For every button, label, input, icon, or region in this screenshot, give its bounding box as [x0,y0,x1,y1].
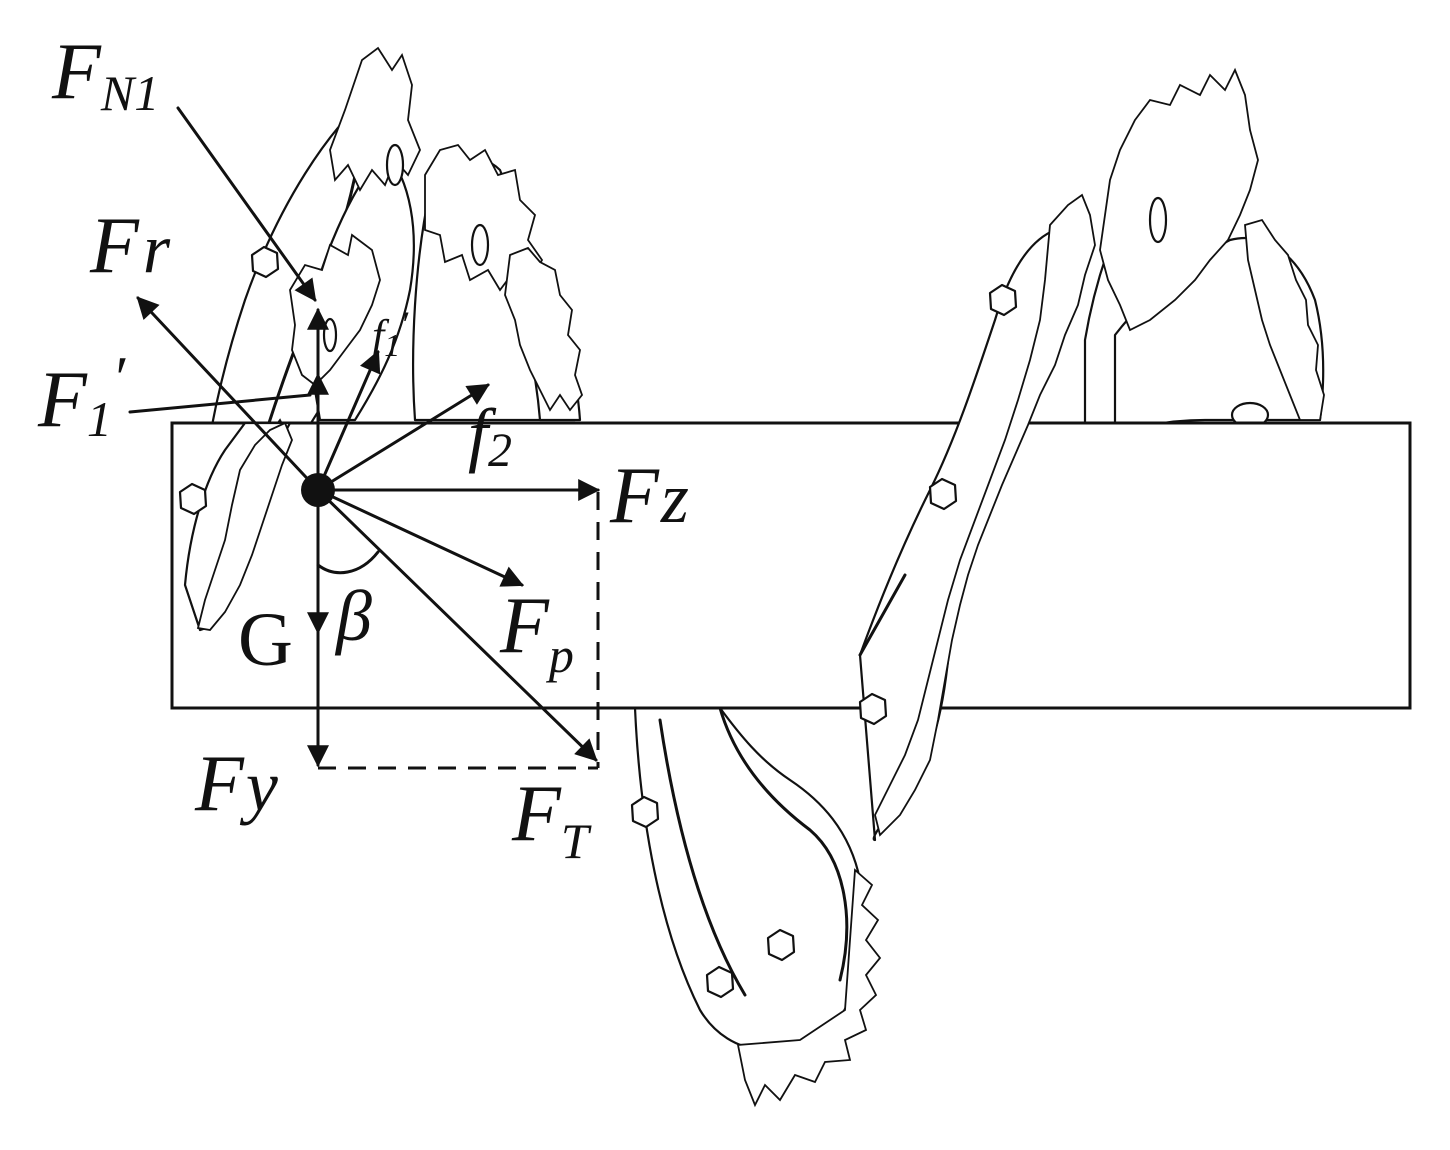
ft-arrow [316,488,598,762]
label-fp: Fp [499,582,574,683]
lower-blade [630,706,882,1108]
left-blade-front [178,421,293,632]
right-blade-front [858,193,1096,842]
fr-arrow [136,296,320,492]
f1-small-prime-arrow [316,349,381,492]
lower-blade-teeth [736,868,882,1108]
label-fz: Fz [609,452,689,540]
force-application-point [301,473,335,507]
label-f2: f2 [468,394,512,477]
label-ft: FT [511,770,592,869]
force-vectors [128,106,601,770]
f1-prime-leader [128,393,312,414]
beta-angle-arc [316,550,380,575]
right-blade-group [1083,67,1325,437]
f2-arrow [316,383,490,492]
label-fy: Fy [194,740,278,828]
left-blade-bolt [250,245,280,279]
label-fr: Fr [89,202,171,290]
label-f1-prime: F1′ [37,345,126,447]
lower-blade-bolts [630,795,796,999]
fp-arrow [316,488,524,587]
labels: FN1 Fr F1′ f1′ f2 Fz Fp Fy FT G β [37,28,689,869]
label-fn1: FN1 [51,28,159,121]
right-blade-teeth [1099,67,1325,421]
label-gravity: G [238,598,293,682]
shaft-body [170,421,1412,710]
label-beta: β [334,576,372,656]
fn1-arrow [176,106,317,302]
